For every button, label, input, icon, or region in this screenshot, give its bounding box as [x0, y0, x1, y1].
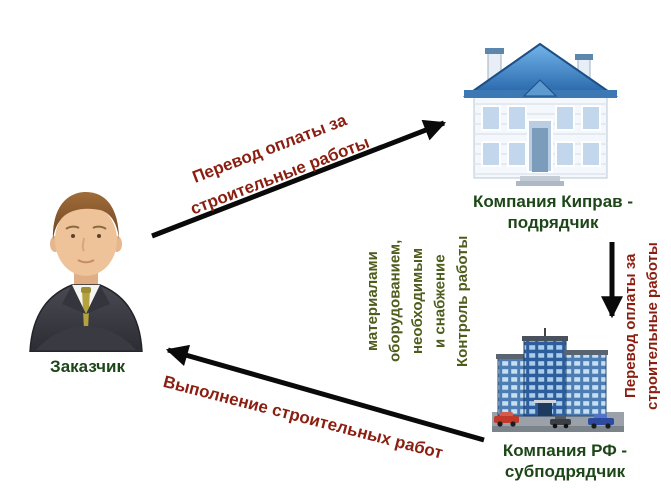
office-building-icon	[492, 328, 624, 432]
house-icon	[462, 42, 619, 186]
car-red	[494, 412, 519, 427]
eyebrow-right	[92, 225, 107, 230]
car-blue	[588, 414, 614, 429]
car-dark	[550, 415, 571, 429]
nose	[81, 237, 85, 252]
chimney-left-cap	[485, 48, 504, 54]
tie	[82, 290, 90, 330]
flow-label-control-and-supply: Контроль работы и снабжение необходимым …	[364, 235, 471, 367]
canopy	[534, 400, 556, 403]
face	[55, 204, 117, 276]
businessman-head	[50, 192, 122, 276]
customer-label: Заказчик	[50, 357, 125, 376]
lapel-right	[86, 285, 110, 314]
businessman-icon	[29, 192, 143, 352]
crossed-arms	[36, 326, 136, 350]
tower-left-roof	[496, 354, 526, 359]
contractor-label: Компания Киправ - подрядчик	[473, 192, 633, 233]
door-gable	[522, 79, 558, 97]
tower-right-roof	[564, 350, 608, 355]
lapel-left	[62, 285, 86, 314]
tower-left	[497, 357, 525, 417]
steps-lower	[516, 181, 564, 186]
curb	[492, 426, 624, 432]
eye-right	[97, 234, 101, 238]
eyebrow-left	[65, 225, 80, 230]
windows-row-2	[481, 141, 601, 167]
flow-label-payment-to-subcontractor: Перевод оплаты за строительные работы	[622, 242, 661, 410]
tie-knot	[81, 287, 91, 293]
door	[532, 128, 548, 172]
windows-row-1	[481, 105, 601, 131]
hair	[52, 192, 120, 240]
mouth	[77, 259, 95, 264]
businessman-body	[29, 266, 143, 352]
chimney-right-cap	[575, 54, 593, 60]
eye-left	[71, 234, 75, 238]
subcontractor-label: Компания РФ - субподрядчик	[502, 441, 628, 482]
tower-right	[565, 353, 607, 417]
tower-main-roof	[522, 336, 568, 341]
entrance	[538, 403, 552, 416]
steps	[520, 176, 560, 181]
